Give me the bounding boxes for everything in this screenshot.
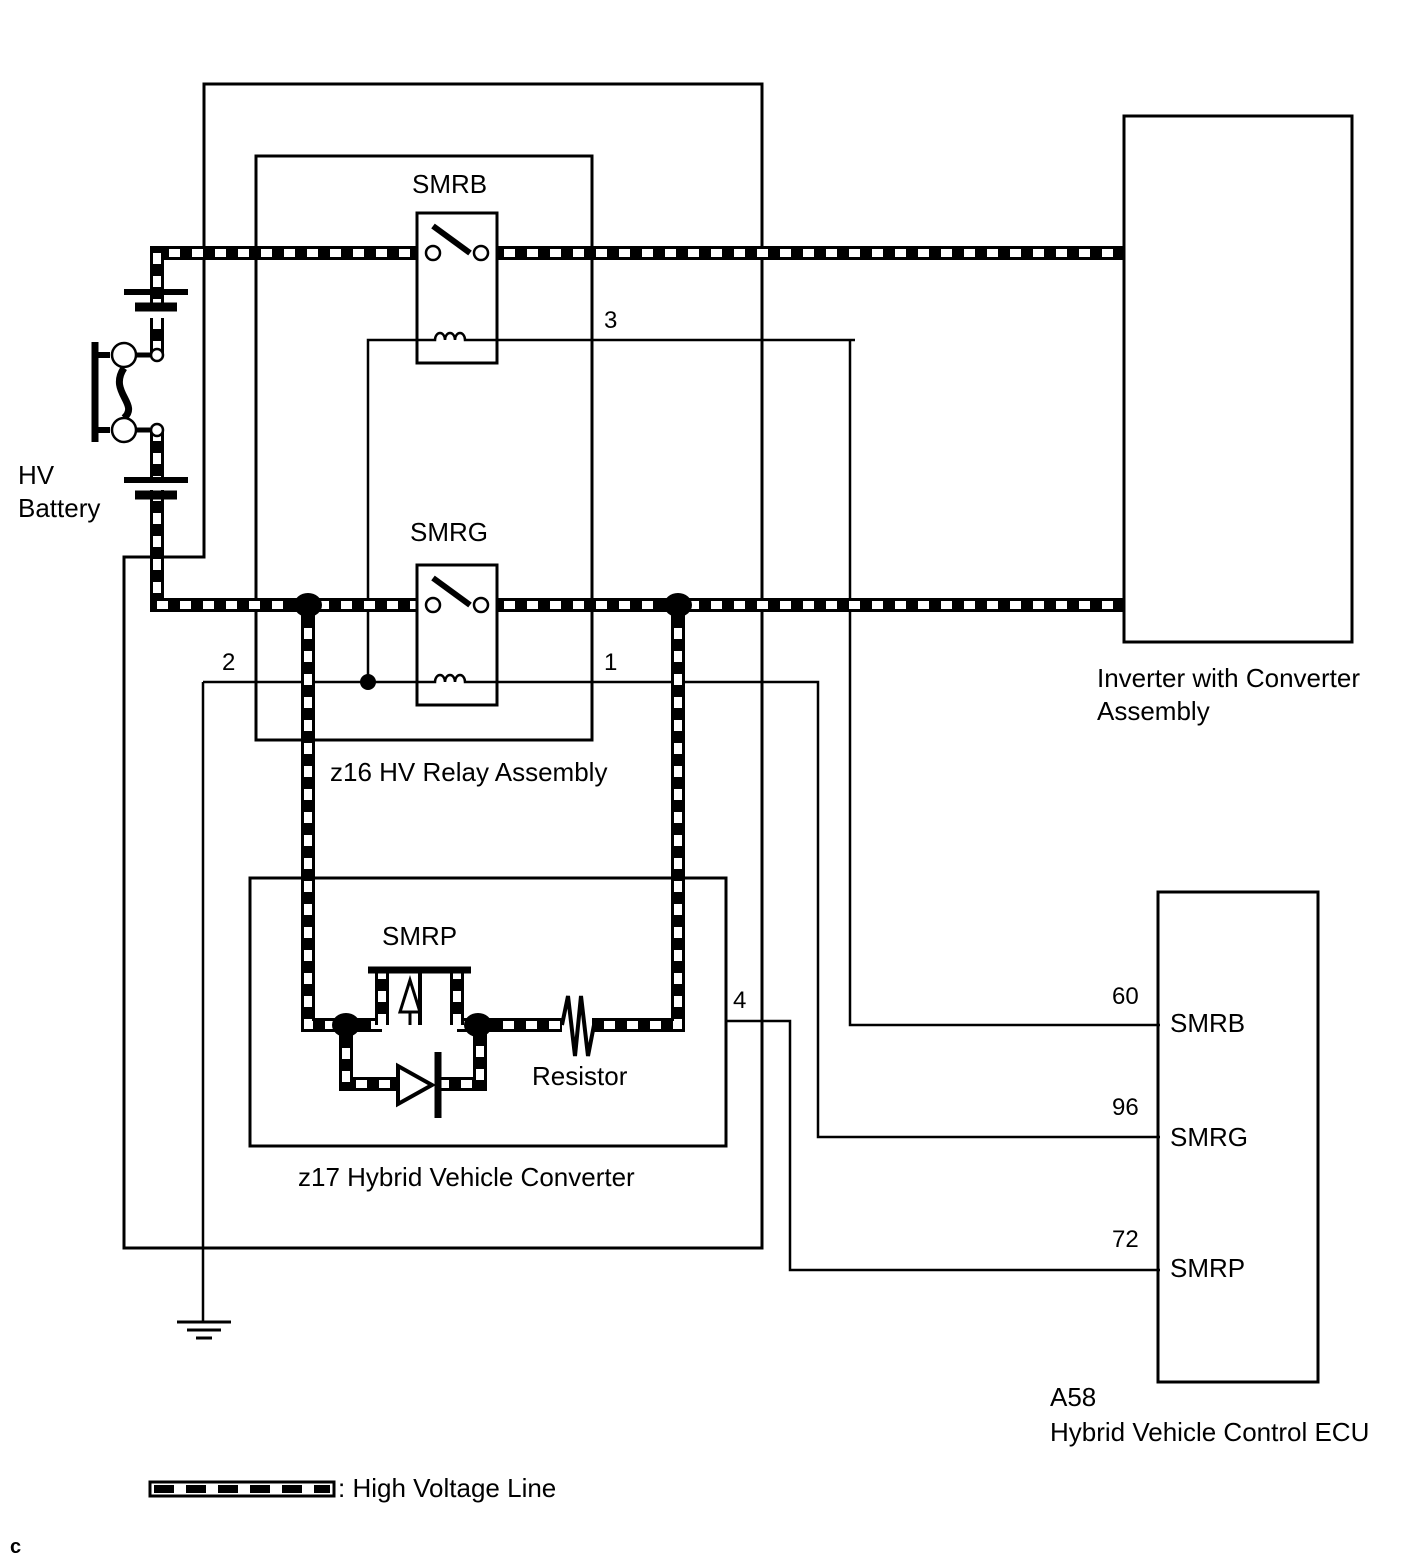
smrb-relay-label: SMRB bbox=[412, 169, 487, 199]
smrp-label: SMRP bbox=[382, 921, 457, 951]
ecu-terminal-smrg: SMRG bbox=[1170, 1122, 1248, 1152]
hv-battery-symbol bbox=[124, 289, 188, 500]
resistor-symbol bbox=[560, 995, 596, 1057]
service-plug-symbol bbox=[91, 341, 165, 444]
ecu-box bbox=[1156, 890, 1320, 1384]
ecu-terminal-smrp: SMRP bbox=[1170, 1253, 1245, 1283]
signal-wires bbox=[201, 338, 1160, 1322]
battery-enclosure bbox=[122, 82, 764, 1250]
junction-dots bbox=[294, 593, 692, 1037]
hv-battery-label-line1: HV bbox=[18, 460, 55, 490]
pin-4-label: 4 bbox=[733, 987, 746, 1014]
converter-label: z17 Hybrid Vehicle Converter bbox=[298, 1162, 635, 1192]
ecu-terminal-smrb: SMRB bbox=[1170, 1008, 1245, 1038]
inverter-label-line2: Assembly bbox=[1097, 696, 1210, 726]
pin-1-label: 1 bbox=[604, 649, 617, 676]
ecu-pin-72: 72 bbox=[1112, 1226, 1139, 1253]
relay-assembly-box bbox=[254, 154, 594, 742]
ground-symbol bbox=[177, 1320, 231, 1340]
legend-line-sample bbox=[148, 1480, 336, 1498]
smrp-transistor-symbol bbox=[368, 966, 471, 1025]
pin-2-label: 2 bbox=[222, 649, 235, 676]
inverter-label-line1: Inverter with Converter bbox=[1097, 663, 1360, 693]
legend-text: : High Voltage Line bbox=[338, 1473, 556, 1503]
ecu-pin-96: 96 bbox=[1112, 1094, 1139, 1121]
inverter-box bbox=[1122, 114, 1354, 644]
converter-box bbox=[248, 876, 728, 1148]
smrg-relay-label: SMRG bbox=[410, 517, 488, 547]
relay-assembly-label: z16 HV Relay Assembly bbox=[330, 757, 607, 787]
resistor-label: Resistor bbox=[532, 1061, 628, 1091]
smrg-relay-symbol bbox=[415, 563, 499, 707]
ecu-label-line1: A58 bbox=[1050, 1382, 1096, 1412]
diode-symbol bbox=[396, 1052, 442, 1118]
ecu-label-line2: Hybrid Vehicle Control ECU bbox=[1050, 1417, 1369, 1447]
ecu-pin-60: 60 bbox=[1112, 983, 1139, 1010]
high-voltage-lines bbox=[150, 246, 1124, 1091]
corner-mark: c bbox=[10, 1536, 21, 1558]
smrb-relay-symbol bbox=[415, 211, 499, 365]
hv-battery-label-line2: Battery bbox=[18, 493, 100, 523]
pin-3-label: 3 bbox=[604, 307, 617, 334]
